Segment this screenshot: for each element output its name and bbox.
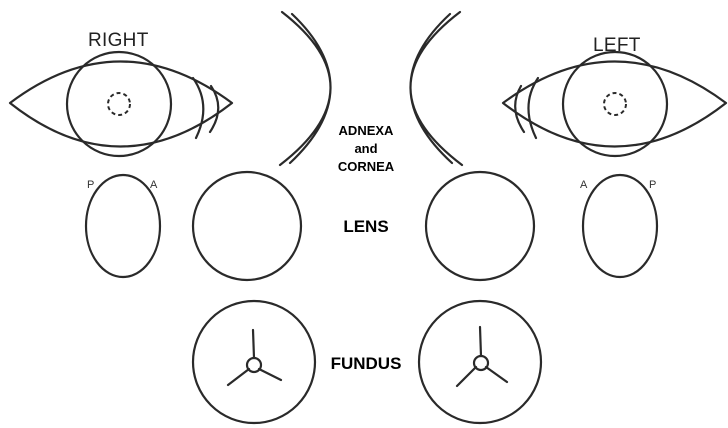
left-eye-outline [503, 62, 726, 147]
adnexa-label-line3: CORNEA [338, 159, 395, 174]
right-lens-anterior-label: A [150, 179, 158, 191]
right-lens-side-view [86, 175, 160, 277]
right-eye-lid-fold-outer [193, 78, 203, 138]
left-fundus-circle [419, 301, 541, 423]
fundus-label: FUNDUS [331, 354, 402, 373]
left-lens-front-view [426, 172, 534, 280]
right-fundus [193, 301, 315, 423]
left-eye-external [503, 52, 726, 156]
right-fundus-circle [193, 301, 315, 423]
left-cornea-profile [410, 12, 462, 165]
adnexa-label-line2: and [354, 141, 377, 156]
left-lens-anterior-label: A [580, 179, 588, 191]
left-eye-iris [563, 52, 667, 156]
left-lens-side-view [583, 175, 657, 277]
left-fundus [419, 301, 541, 423]
right-lens-posterior-label: P [87, 179, 94, 191]
left-eye-lid-fold-outer [528, 78, 538, 138]
left-eye-pupil [604, 93, 626, 115]
right-eye-iris [67, 52, 171, 156]
right-cornea-profile [280, 12, 331, 165]
right-eye-external [10, 52, 232, 156]
right-fundus-vessels [228, 330, 281, 385]
left-lens-posterior-label: P [649, 179, 656, 191]
lens-label: LENS [343, 217, 388, 236]
adnexa-label-line1: ADNEXA [339, 123, 395, 138]
right-lens-front-view [193, 172, 301, 280]
right-eye-pupil [108, 93, 130, 115]
right-eye-title: RIGHT [88, 30, 149, 51]
